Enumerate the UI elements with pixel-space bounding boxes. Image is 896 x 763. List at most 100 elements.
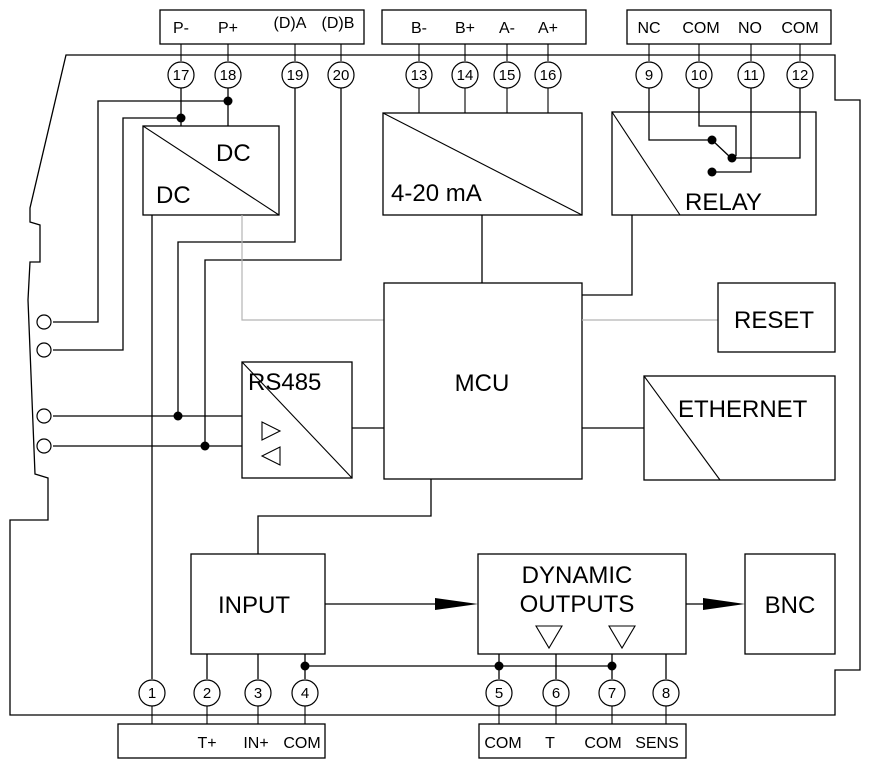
top-connector-right xyxy=(626,9,832,45)
svg-text:3: 3 xyxy=(254,685,262,702)
pin-label-com-output-1: COM xyxy=(484,735,521,752)
side-terminal xyxy=(36,314,52,330)
relay-contact-dot xyxy=(727,153,737,163)
pin-label-a-plus: A+ xyxy=(538,20,558,37)
svg-text:8: 8 xyxy=(662,685,670,702)
terminal-1: 1 xyxy=(138,679,166,707)
junction-dot xyxy=(176,113,186,123)
svg-text:1: 1 xyxy=(148,685,156,702)
pin-label-p-plus: P+ xyxy=(218,20,238,37)
svg-text:10: 10 xyxy=(691,67,708,84)
relay-contact-dot xyxy=(707,167,717,177)
pin-label-com-relay-2: COM xyxy=(781,20,818,37)
svg-text:17: 17 xyxy=(173,67,190,84)
power-wires xyxy=(53,88,229,351)
dcdc-input-label: DC xyxy=(156,182,191,209)
transmit-triangle-icon xyxy=(261,421,282,441)
power-to-mcu-wire xyxy=(241,215,384,321)
dynamic-outputs-label-2: OUTPUTS xyxy=(520,591,635,618)
pin-label-d-a: (D)A xyxy=(274,15,307,32)
terminal-7: 7 xyxy=(598,679,626,707)
input-label: INPUT xyxy=(218,592,290,619)
svg-text:15: 15 xyxy=(499,67,516,84)
pin-label-com-input: COM xyxy=(283,735,320,752)
mcu-block xyxy=(383,282,583,480)
ethernet-diagonal xyxy=(643,375,721,481)
dcdc-output-label: DC xyxy=(216,140,251,167)
terminal-8: 8 xyxy=(652,679,680,707)
relay-label: RELAY xyxy=(685,189,762,216)
pin-label-b-minus: B- xyxy=(411,20,427,37)
pin-label-com-output-2: COM xyxy=(584,735,621,752)
terminal-9: 9 xyxy=(635,61,663,89)
arrow-icon xyxy=(435,598,478,610)
rs485-wires xyxy=(53,88,342,447)
input-block xyxy=(190,553,326,655)
reset-label: RESET xyxy=(734,307,814,334)
terminal-2: 2 xyxy=(193,679,221,707)
pin-label-d-b: (D)B xyxy=(322,15,355,32)
pin-label-nc: NC xyxy=(637,20,660,37)
pin-label-a-minus: A- xyxy=(499,20,515,37)
junction-dot xyxy=(223,96,233,106)
terminal-14: 14 xyxy=(451,61,479,89)
ethernet-block xyxy=(643,375,836,481)
analog-diagonal xyxy=(382,112,583,216)
top-connector-left xyxy=(159,9,365,45)
terminal-10: 10 xyxy=(685,61,713,89)
svg-text:9: 9 xyxy=(645,67,653,84)
svg-text:11: 11 xyxy=(743,67,759,84)
terminal-17: 17 xyxy=(167,61,195,89)
pin-label-p-minus: P- xyxy=(173,20,189,37)
reset-block xyxy=(717,282,836,353)
rs485-diagonal xyxy=(241,361,353,479)
junction-dot xyxy=(607,661,617,671)
bottom-connector-leads xyxy=(151,706,667,724)
mcu-label: MCU xyxy=(455,370,510,397)
pin-label-sens: SENS xyxy=(635,735,679,752)
terminal-19: 19 xyxy=(281,61,309,89)
analog-leads xyxy=(418,88,549,113)
housing-outline xyxy=(9,54,861,716)
top-connector-mid xyxy=(381,9,587,45)
output-triangle-icon xyxy=(535,625,563,650)
svg-text:18: 18 xyxy=(220,67,237,84)
svg-text:7: 7 xyxy=(608,685,616,702)
terminal-18: 18 xyxy=(214,61,242,89)
terminal-13: 13 xyxy=(405,61,433,89)
bottom-connector-right xyxy=(478,723,687,759)
bnc-block xyxy=(744,553,836,655)
analog-output-label: 4-20 mA xyxy=(391,180,482,207)
junction-dot xyxy=(300,661,310,671)
terminal-11: 11 xyxy=(737,61,765,89)
dynamic-outputs-label-1: DYNAMIC xyxy=(522,562,633,589)
junction-dot xyxy=(173,411,183,421)
junction-dot xyxy=(494,661,504,671)
svg-text:12: 12 xyxy=(792,67,809,84)
relay-contact-dot xyxy=(707,135,717,145)
side-terminal xyxy=(36,408,52,424)
junction-dot xyxy=(200,441,210,451)
dynamic-outputs-block xyxy=(477,553,687,655)
bnc-label: BNC xyxy=(765,592,816,619)
terminal-4: 4 xyxy=(291,679,319,707)
pin-label-in-plus: IN+ xyxy=(243,735,268,752)
pin-label-no: NO xyxy=(738,20,762,37)
terminal-12: 12 xyxy=(786,61,814,89)
receive-triangle-icon xyxy=(260,446,281,466)
svg-text:4: 4 xyxy=(301,685,309,702)
side-terminal xyxy=(36,342,52,358)
ethernet-label: ETHERNET xyxy=(678,396,808,423)
svg-text:5: 5 xyxy=(495,685,503,702)
pin-label-t-plus: T+ xyxy=(197,735,216,752)
terminal-6: 6 xyxy=(542,679,570,707)
terminal-5: 5 xyxy=(485,679,513,707)
mcu-to-input-wire xyxy=(257,479,432,554)
relay-diagonal xyxy=(611,111,681,216)
relay-to-mcu-wire xyxy=(582,215,633,296)
terminal-16: 16 xyxy=(534,61,562,89)
side-terminal xyxy=(36,438,52,454)
arrow-icon xyxy=(703,598,745,610)
svg-text:19: 19 xyxy=(287,67,304,84)
